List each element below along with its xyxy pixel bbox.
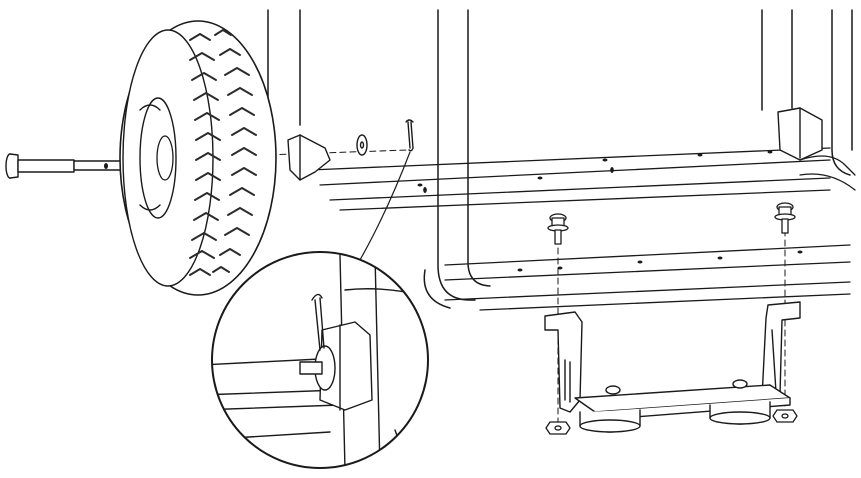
bracket-right-slot xyxy=(771,329,777,393)
lower-rail-bottom xyxy=(444,281,851,301)
detail-magnifier xyxy=(211,251,429,469)
upper-rail-bottom xyxy=(329,177,831,201)
rail-holes xyxy=(417,150,803,272)
axle-pin-tip xyxy=(73,160,125,171)
left-axle-bracket xyxy=(287,134,331,181)
axle-pin-hole xyxy=(104,163,108,169)
magnifier-content xyxy=(212,254,428,468)
cotter-pin xyxy=(405,119,414,152)
detail-lower-curve xyxy=(394,429,421,468)
motor-mount-bracket xyxy=(544,301,801,433)
bracket-left-upright xyxy=(544,311,583,413)
upper-rail-top xyxy=(309,147,831,171)
right-isolator-base xyxy=(709,411,771,425)
right-flange-bolt xyxy=(774,202,796,234)
detail-cotter-pin xyxy=(314,297,325,351)
left-flange-bolt xyxy=(547,213,569,245)
rubber-isolators xyxy=(579,401,771,433)
lower-rail-top xyxy=(444,244,851,266)
frame xyxy=(267,9,853,309)
washer-hole xyxy=(359,141,365,149)
cotter-pin-icon xyxy=(407,121,414,152)
wheel-tread xyxy=(189,29,257,276)
upper-rail-under xyxy=(339,189,831,211)
lower-rail-under xyxy=(479,293,851,311)
detail-rail xyxy=(212,357,341,441)
detail-tube-curve xyxy=(344,288,428,301)
rear-crossbar xyxy=(799,155,856,176)
frame-front-tube-outer xyxy=(437,9,476,301)
cotter-pin-loop xyxy=(405,119,414,123)
frame-far-tube xyxy=(831,9,851,176)
axle-pin xyxy=(5,153,125,179)
frame-front-tube-inner xyxy=(467,9,491,287)
wheel-hub-spokes xyxy=(139,104,161,211)
frame-front-tube-bend xyxy=(423,269,451,309)
lower-rail-mid xyxy=(444,261,851,281)
plate-nuts xyxy=(605,379,748,395)
axle-pin-shaft xyxy=(17,159,75,173)
washer xyxy=(356,134,368,156)
detail-bracket xyxy=(319,321,373,411)
upper-rail-mid xyxy=(319,159,831,186)
detail-cotter-loop xyxy=(311,293,323,301)
wheel xyxy=(119,20,277,296)
axle-brackets xyxy=(287,107,823,181)
right-hex-nut xyxy=(772,409,798,423)
rear-crossbar-2 xyxy=(799,173,856,191)
left-isolator-base xyxy=(579,419,641,433)
left-hex-nut xyxy=(545,421,571,435)
frame-rail xyxy=(309,147,856,311)
bracket-left-slot xyxy=(564,359,571,403)
wheel-hub-center xyxy=(156,135,174,181)
flange-bolts xyxy=(547,202,796,245)
axle-pin-collar xyxy=(9,153,19,179)
hex-nuts xyxy=(545,409,798,435)
detail-axle-tip xyxy=(299,361,323,375)
